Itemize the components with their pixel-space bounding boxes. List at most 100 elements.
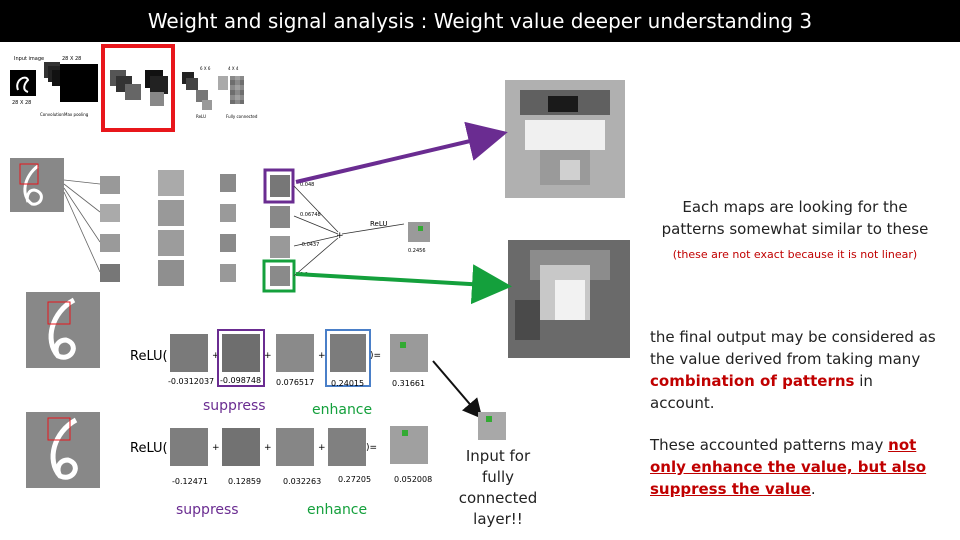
weight-value: 0.06748: [300, 212, 321, 218]
output-pixel: [400, 342, 406, 348]
close-paren: )=: [366, 443, 377, 453]
kernel-thumb: [100, 264, 120, 282]
enhance-label: enhance: [307, 502, 367, 518]
accounted-not: not: [888, 436, 916, 454]
thumb-map: [186, 78, 198, 90]
pooled-map-thumb: [220, 204, 236, 222]
feature-map-thumb: [158, 230, 184, 256]
row1-map-2: [222, 334, 260, 372]
thumb-fc: [230, 76, 244, 104]
accounted-patterns-note: These accounted patterns may not only en…: [650, 434, 942, 500]
weight-value: 0.048: [300, 182, 314, 188]
output-pixel: [418, 226, 423, 231]
thumb-layer-label: Max pooling: [64, 112, 89, 117]
thumb-input-image: [10, 70, 36, 96]
sum-operator: +: [336, 231, 344, 241]
sum-lines: [294, 186, 404, 276]
relu-open: ReLU(: [130, 441, 168, 456]
network-sketch: 0.048 0.06748 -0.0437 0.0 + ReLU 0.2456: [10, 158, 430, 291]
feature-map-thumb: [158, 200, 184, 226]
weight-value: -0.0437: [300, 242, 319, 248]
relu-open: ReLU(: [130, 349, 168, 364]
row2-value: 0.12859: [228, 477, 261, 486]
suppress-label: suppress: [176, 502, 239, 518]
final-output-note: the final output may be considered as th…: [650, 326, 942, 414]
thumb-size-label: 28 X 28: [62, 56, 81, 62]
pooled-map-thumb: [220, 264, 236, 282]
row2-value: 0.052008: [394, 475, 432, 484]
row2-result-map: [390, 426, 428, 464]
input-fan-lines: [64, 180, 100, 272]
green-arrow: [296, 274, 504, 286]
thumb-map: [150, 92, 164, 106]
accounted-text: These accounted patterns may: [650, 436, 888, 454]
accounted-emphasis: only enhance the value, but also suppres…: [650, 458, 926, 498]
row2-map-1: [170, 428, 208, 466]
equation-row-1: ReLU( + + + )= -0.0312037 -0.098748 0.07…: [26, 292, 428, 418]
output-pixel: [486, 416, 492, 422]
plus-sign: +: [318, 351, 326, 361]
kernel-thumb: [100, 204, 120, 222]
plus-sign: +: [264, 351, 272, 361]
row2-map-4: [328, 428, 366, 466]
output-map-thumb: [408, 222, 430, 242]
not-exact-note: (these are not exact because it is not l…: [650, 248, 940, 261]
weight-map-thumb: [270, 206, 290, 228]
thumb-size-label: 28 X 28: [12, 100, 31, 106]
row2-value: 0.032263: [283, 477, 321, 486]
purple-arrow: [296, 134, 500, 182]
black-arrow: [433, 361, 480, 416]
thumb-map: [202, 100, 212, 110]
pooled-map-thumb: [220, 174, 236, 192]
row1-value: -0.0312037: [168, 377, 214, 386]
final-output-text: the final output may be considered as th…: [650, 328, 936, 368]
kernel-thumb: [100, 234, 120, 252]
thumb-input-label: Input image: [14, 56, 44, 62]
row1-result-map: [390, 334, 428, 372]
row2-value: -0.12471: [172, 477, 208, 486]
thumb-layer-label: Convolution: [40, 112, 64, 117]
thumb-size-label: 4 X 4: [228, 66, 239, 71]
enhance-label: enhance: [312, 402, 372, 418]
accounted-text-end: .: [811, 480, 816, 498]
thumb-feature-stack: [60, 64, 98, 102]
weight-map-thumb: [270, 175, 290, 197]
plus-sign: +: [318, 443, 326, 453]
pattern-image-top: [505, 80, 625, 198]
thumb-map: [150, 76, 168, 94]
row1-value: 0.24015: [331, 379, 364, 388]
output-pixel: [402, 430, 408, 436]
final-output-emphasis: combination of patterns: [650, 372, 854, 390]
suppress-label: suppress: [203, 398, 266, 414]
row2-map-3: [276, 428, 314, 466]
relu-label: ReLU: [370, 220, 388, 228]
maps-pattern-note: Each maps are looking for the patterns s…: [650, 196, 940, 240]
thumb-map: [125, 84, 141, 100]
thumb-layer-label: Fully connected: [226, 114, 258, 119]
pooled-map-thumb: [220, 234, 236, 252]
row1-map-4: [330, 334, 366, 372]
row1-value: -0.098748: [220, 376, 261, 385]
close-paren: )=: [370, 351, 381, 361]
equation-row-2: ReLU( + + + )= -0.12471 0.12859 0.032263…: [26, 412, 432, 518]
row2-value: 0.27205: [338, 475, 371, 484]
row1-value: 0.076517: [276, 378, 314, 387]
thumb-layer-label: ReLU: [196, 114, 206, 119]
feature-map-thumb: [158, 260, 184, 286]
kernel-thumb: [100, 176, 120, 194]
row1-value: 0.31661: [392, 379, 425, 388]
feature-map-thumb: [158, 170, 184, 196]
row2-map-2: [222, 428, 260, 466]
pattern-image-bottom: [508, 240, 630, 358]
row1-map-3: [276, 334, 314, 372]
weight-map-thumb: [270, 236, 290, 258]
output-value: 0.2456: [408, 248, 426, 254]
cnn-thumbnail: Input image 28 X 28 28 X 28 Convolution …: [10, 46, 258, 130]
weight-map-thumb: [270, 266, 290, 286]
thumb-size-label: 6 X 6: [200, 66, 211, 71]
fc-input-label: Input for fully connected layer!!: [448, 446, 548, 530]
row1-map-1: [170, 334, 208, 372]
plus-sign: +: [264, 443, 272, 453]
thumb-fc: [218, 76, 228, 90]
plus-sign: +: [212, 443, 220, 453]
